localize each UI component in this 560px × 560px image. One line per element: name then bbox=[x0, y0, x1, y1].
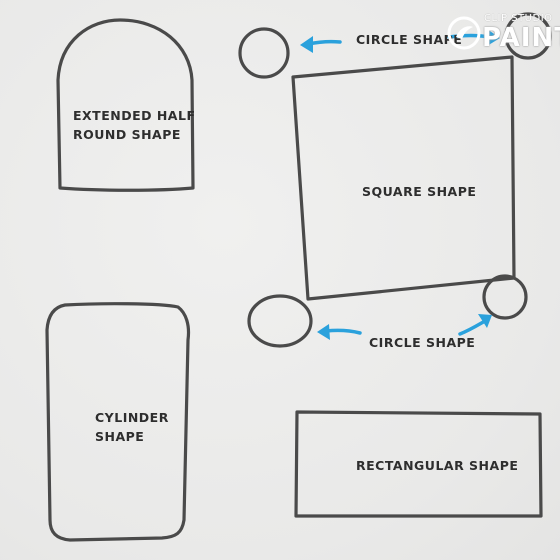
logo-top-text: CLIP STUDIO bbox=[484, 13, 553, 24]
cylinder-label-line2: SHAPE bbox=[95, 429, 145, 445]
arrow-to-circle-top-right bbox=[447, 29, 500, 46]
logo-main-text: PAINT bbox=[482, 23, 560, 53]
brush-icon bbox=[447, 16, 481, 50]
square-label: SQUARE SHAPE bbox=[362, 184, 477, 199]
circle-shape-bottom-left bbox=[247, 294, 313, 348]
cylinder-label-line1: CYLINDER bbox=[95, 410, 169, 425]
rectangular-label: RECTANGULAR SHAPE bbox=[356, 458, 519, 473]
arrow-to-circle-bottom-left bbox=[317, 324, 362, 340]
extended-half-round-label-line2: ROUND SHAPE bbox=[73, 127, 181, 143]
extended-half-round-shape bbox=[56, 18, 195, 192]
square-shape bbox=[291, 55, 516, 301]
extended-half-round-label: EXTENDED HALF ROUND SHAPE bbox=[73, 106, 196, 145]
arrow-to-circle-top-left bbox=[300, 36, 342, 53]
circle-shape-bottom-right bbox=[482, 274, 528, 320]
circle-shape-top-left bbox=[238, 27, 290, 79]
clip-studio-paint-logo: CLIP STUDIO PAINT bbox=[446, 11, 560, 59]
circle-shape-top-right bbox=[504, 12, 552, 60]
extended-half-round-label-line1: EXTENDED HALF bbox=[73, 108, 196, 123]
arrow-to-circle-bottom-right bbox=[458, 314, 492, 336]
cylinder-shape bbox=[45, 302, 191, 542]
circle-label-bottom: CIRCLE SHAPE bbox=[369, 335, 476, 350]
cylinder-label: CYLINDER SHAPE bbox=[95, 408, 169, 447]
circle-label-top: CIRCLE SHAPE bbox=[356, 32, 463, 47]
rectangular-shape bbox=[294, 410, 543, 518]
